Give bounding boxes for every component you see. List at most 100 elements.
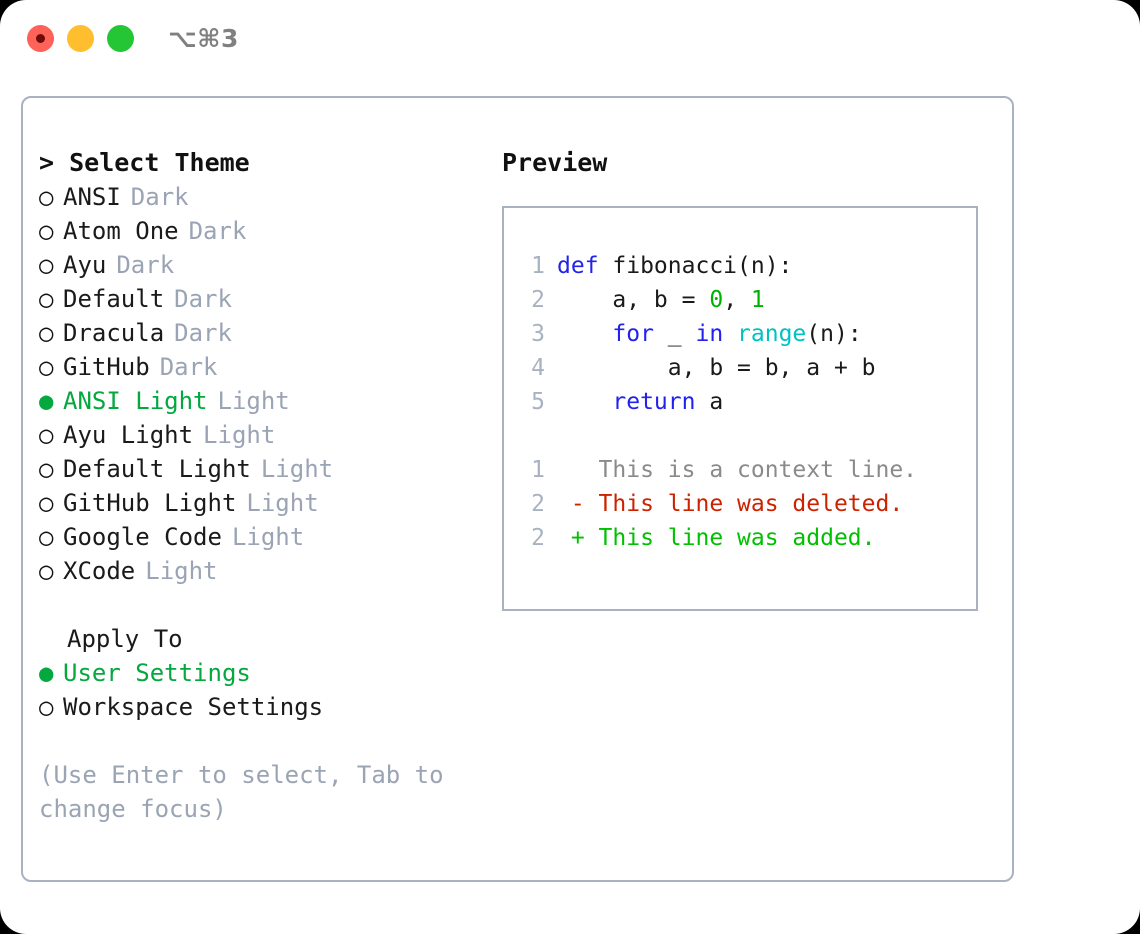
theme-option-tag: Light [231, 523, 305, 551]
radio-unselected-icon: ○ [39, 217, 54, 245]
line-number: 3 [531, 321, 545, 347]
theme-option-label: ANSI Light [63, 387, 208, 415]
theme-option-label: Default Light [63, 455, 251, 483]
radio-unselected-icon: ○ [39, 693, 54, 721]
theme-option-label: GitHub [63, 353, 150, 381]
radio-selected-icon: ● [39, 659, 54, 687]
code-line: 5 return a [519, 385, 970, 419]
code-token: for [612, 321, 654, 347]
theme-option-tag: Light [260, 455, 334, 483]
code-token: def [557, 253, 613, 279]
radio-unselected-icon: ○ [39, 353, 54, 381]
theme-option-tag: Light [145, 557, 218, 585]
theme-option-label: Dracula [63, 319, 165, 347]
diff-line-number: 2 [531, 491, 545, 517]
page-title: > Select Theme [39, 148, 250, 177]
theme-option-tag: Dark [174, 285, 232, 313]
diff-line: 2 - This line was deleted. [519, 487, 970, 521]
code-line: 3 for _ in range(n): [519, 317, 970, 351]
theme-option-default-light[interactable]: ○ Default Light Light [39, 452, 479, 486]
code-token: (n): [806, 321, 862, 347]
diff-line-text: This is a context line. [557, 457, 918, 483]
theme-option-tag: Light [217, 387, 290, 415]
code-token [557, 389, 612, 415]
radio-unselected-icon: ○ [39, 183, 54, 211]
radio-unselected-icon: ○ [39, 319, 54, 347]
code-token: range [737, 321, 807, 347]
code-token: a, b = [557, 287, 710, 313]
apply-to-list[interactable]: ● User Settings ○ Workspace Settings [39, 656, 479, 724]
theme-option-label: Google Code [63, 523, 222, 551]
apply-to-option-workspace-settings[interactable]: ○ Workspace Settings [39, 690, 479, 724]
code-token: , [723, 287, 751, 313]
theme-option-label: Default [63, 285, 165, 313]
apply-to-heading: Apply To [67, 625, 183, 653]
code-token: 1 [750, 287, 765, 313]
theme-option-google-code[interactable]: ○ Google Code Light [39, 520, 479, 554]
theme-option-tag: Dark [188, 217, 247, 245]
radio-unselected-icon: ○ [39, 285, 54, 313]
theme-option-tag: Dark [130, 183, 189, 211]
diff-line-number: 2 [531, 525, 545, 551]
apply-to-option-label: User Settings [63, 659, 251, 687]
line-number: 2 [531, 287, 545, 313]
line-number: 4 [531, 355, 545, 381]
theme-option-default[interactable]: ○ Default Dark [39, 282, 479, 316]
theme-option-label: GitHub Light [63, 489, 237, 517]
preview-title: Preview [502, 148, 608, 177]
theme-option-tag: Light [203, 421, 276, 449]
radio-unselected-icon: ○ [39, 421, 54, 449]
keyboard-shortcut-label: ⌥⌘3 [168, 24, 239, 53]
code-line: 4 a, b = b, a + b [519, 351, 970, 385]
apply-to-option-user-settings[interactable]: ● User Settings [39, 656, 479, 690]
theme-option-ansi[interactable]: ○ ANSI Dark [39, 180, 479, 214]
theme-option-tag: Light [246, 489, 319, 517]
diff-line-text: - This line was deleted. [557, 491, 904, 517]
theme-option-tag: Dark [159, 353, 218, 381]
code-token: 0 [709, 287, 724, 313]
theme-option-dracula[interactable]: ○ Dracula Dark [39, 316, 479, 350]
theme-option-label: Ayu [63, 251, 107, 279]
theme-option-ayu-light[interactable]: ○ Ayu Light Light [39, 418, 479, 452]
list-spacer [39, 588, 479, 622]
radio-unselected-icon: ○ [39, 251, 54, 279]
code-line: 2 a, b = 0, 1 [519, 283, 970, 317]
keyboard-hint: (Use Enter to select, Tab to change focu… [39, 761, 444, 823]
diff-line: 2 + This line was added. [519, 521, 970, 555]
close-button[interactable] [27, 25, 54, 52]
radio-unselected-icon: ○ [39, 557, 54, 585]
theme-option-label: ANSI [63, 183, 121, 211]
maximize-button[interactable] [107, 25, 134, 52]
theme-option-tag: Dark [174, 319, 232, 347]
theme-option-atom-one[interactable]: ○ Atom One Dark [39, 214, 479, 248]
code-token: in [695, 321, 724, 347]
theme-option-label: Ayu Light [63, 421, 194, 449]
hint-spacer [39, 724, 479, 758]
title-bar: ⌥⌘3 [0, 0, 1140, 78]
diff-line-text: + This line was added. [557, 525, 876, 551]
radio-unselected-icon: ○ [39, 455, 54, 483]
minimize-button[interactable] [67, 25, 94, 52]
radio-unselected-icon: ○ [39, 523, 54, 551]
window-controls [27, 25, 134, 52]
theme-option-label: Atom One [63, 217, 179, 245]
line-number: 1 [531, 253, 545, 279]
code-token: a [695, 389, 724, 415]
code-token: a, b = b, a + b [557, 355, 876, 381]
code-token [723, 321, 737, 347]
theme-option-github[interactable]: ○ GitHub Dark [39, 350, 479, 384]
apply-to-option-label: Workspace Settings [63, 693, 324, 721]
diff-sample: 1 This is a context line.2 - This line w… [519, 453, 970, 555]
